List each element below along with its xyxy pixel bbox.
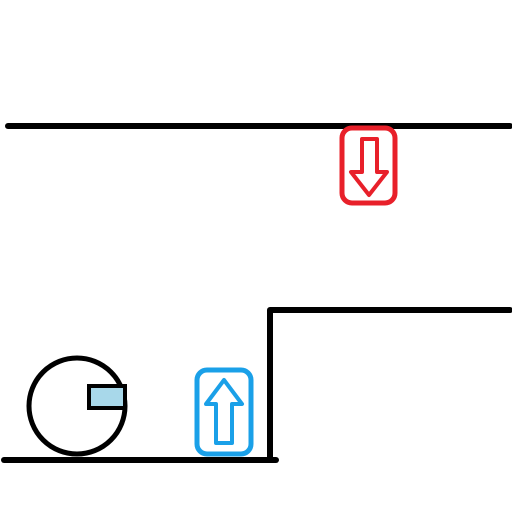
gravity-up-pad: [194, 367, 254, 457]
arrow-down-icon: [349, 137, 389, 197]
arrow-up-icon: [204, 378, 244, 445]
player-ball: [26, 355, 128, 457]
platform-step: [267, 307, 512, 463]
player-window: [87, 384, 127, 410]
gravity-down-pad: [339, 125, 398, 206]
